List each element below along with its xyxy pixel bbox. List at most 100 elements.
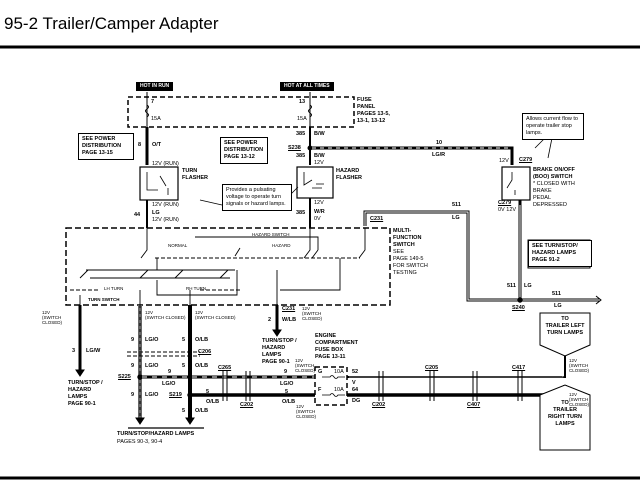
wire-5-number: 5 xyxy=(182,337,186,343)
engine-fuse-box xyxy=(314,366,348,406)
brake-switch-note: * CLOSED WITH BRAKE PEDAL DEPRESSED xyxy=(533,181,575,208)
fuse-7-rating: 15A xyxy=(151,116,161,122)
page-title: 95-2 Trailer/Camper Adapter xyxy=(4,14,219,33)
splice-s240-label: S240 xyxy=(512,305,525,311)
wire-8-number: 8 xyxy=(138,142,142,148)
turn-flasher-box xyxy=(139,166,179,201)
voltage-label: 12V (RUN) xyxy=(152,217,179,223)
hazard-switch-label: HAZARD SWITCH xyxy=(252,232,290,237)
lh-turn-label: LH TURN xyxy=(104,286,124,291)
wire-511-color: LG xyxy=(452,215,460,221)
normal-label: NORMAL xyxy=(168,243,188,248)
wire-9-number: 9 xyxy=(284,369,288,375)
brake-switch-box xyxy=(501,166,531,201)
wire-52 xyxy=(347,355,566,378)
connector-c202: C202 xyxy=(240,402,254,408)
wire-52-number: 52 xyxy=(352,369,359,375)
voltage-label: 12V (RUN) xyxy=(152,161,179,167)
see-turn-stop-hazard-91-2: SEE TURN/STOP/ HAZARD LAMPS PAGE 91-2 xyxy=(528,240,592,267)
wire-9-color: LG/O xyxy=(145,363,159,369)
turn-flasher-label: TURN FLASHER xyxy=(182,168,208,181)
wire-8-color: O/T xyxy=(152,142,162,148)
see-power-distribution-13-12: SEE POWER DISTRIBUTION PAGE 13-12 xyxy=(220,137,268,164)
wire-5-color: O/LB xyxy=(206,399,220,405)
connector-c407: C407 xyxy=(467,402,481,408)
connector-c231: C231 xyxy=(370,216,384,222)
wire-385-color: B/W xyxy=(314,153,325,159)
wire-9-color: LG/O xyxy=(162,381,176,387)
inline-connectors xyxy=(222,371,523,401)
wire-5-color: O/LB xyxy=(282,399,296,405)
connector-c417: C417 xyxy=(512,365,526,371)
wire-5-color: O/LB xyxy=(195,363,209,369)
voltage-label: 12V (SWITCH CLOSED) xyxy=(302,306,323,321)
hot-in-run-label: HOT IN RUN xyxy=(136,82,174,91)
connector-c205: C205 xyxy=(425,365,439,371)
wire-511-number: 511 xyxy=(552,291,561,297)
hazard-flasher-label: HAZARD FLASHER xyxy=(336,168,362,181)
wire-9-color: LG/O xyxy=(145,337,159,343)
wire-9-number: 9 xyxy=(168,369,172,375)
fuse-f: F xyxy=(318,387,322,393)
splice-s238-label: S238 xyxy=(288,145,301,151)
hazard-label: HAZARD xyxy=(272,243,291,248)
voltage-label: 12V xyxy=(499,158,509,164)
voltage-label: 12V (SWITCH CLOSED) xyxy=(295,358,316,373)
wire-511-number: 511 xyxy=(452,202,461,208)
multifunction-switch-box xyxy=(65,227,391,306)
lamps-pages-label: PAGES 90-3, 90-4 xyxy=(117,439,163,445)
splice-s225-label: S225 xyxy=(118,374,131,380)
turn-stop-hazard-lamps-90-1: TURN/STOP / HAZARD LAMPS PAGE 90-1 xyxy=(68,380,103,407)
wire-9-number: 9 xyxy=(131,363,135,369)
voltage-label: 12V xyxy=(314,200,324,206)
fuse-13-number: 13 xyxy=(299,99,306,105)
to-trailer-left-turn-lamps: TO TRAILER LEFT TURN LAMPS xyxy=(545,316,585,336)
wire-9-number: 9 xyxy=(131,337,135,343)
wire-5-color: O/LB xyxy=(195,408,209,414)
wire-385-number: 385 xyxy=(296,153,306,159)
wire-64-color: DG xyxy=(352,398,361,404)
wire-5-number: 5 xyxy=(182,408,186,414)
voltage-label: 12V (SWITCH CLOSED) xyxy=(42,310,63,325)
connector-c265: C265 xyxy=(218,365,232,371)
wire-385-number: 385 xyxy=(296,131,306,137)
splice-s238 xyxy=(307,145,313,151)
voltage-label: 0V xyxy=(314,216,321,222)
fuse-panel-box xyxy=(127,96,355,128)
wire-2-color: W/LB xyxy=(282,317,297,323)
fuse-13-rating: 15A xyxy=(297,116,307,122)
wire-5-number: 5 xyxy=(206,389,210,395)
wire-10 xyxy=(312,146,514,165)
pulse-callout: Provides a pulsating voltage to operate … xyxy=(222,184,292,211)
wire-10-number: 10 xyxy=(436,140,443,146)
connector-c279: C279 xyxy=(498,200,512,206)
wire-3-number: 3 xyxy=(72,348,76,354)
wire-5-number: 5 xyxy=(182,363,186,369)
rh-turn-label: RH TURN xyxy=(186,286,207,291)
trailer-right-box xyxy=(539,384,591,451)
wire-64-number: 64 xyxy=(352,387,359,393)
wire-3-color: LG/W xyxy=(86,348,101,354)
wire-10-color: LG/R xyxy=(432,152,446,158)
voltage-label: 0V 12V xyxy=(498,207,517,213)
wire-9-number: 9 xyxy=(131,392,135,398)
wire-385-color: W/R xyxy=(314,209,325,215)
fuse-f-rating: 10A xyxy=(334,387,344,393)
voltage-label: 12V (SWITCH CLOSED) xyxy=(569,392,590,407)
wire-385-number: 385 xyxy=(296,210,306,216)
brake-switch-label: BRAKE ON/OFF (BOO) SWITCH xyxy=(533,167,575,180)
multifunction-switch-label: MULTI- FUNCTION SWITCH xyxy=(393,228,422,248)
voltage-label: 12V (RUN) xyxy=(152,202,179,208)
connector-c279: C279 xyxy=(519,157,533,163)
voltage-label: 12V (SWITCH CLOSED) xyxy=(296,404,317,419)
wire-511-color: LG xyxy=(524,283,532,289)
to-trailer-right-turn-lamps: TO TRAILER RIGHT TURN LAMPS xyxy=(548,400,582,427)
connector-c202: C202 xyxy=(372,402,386,408)
brake-callout: Allows current flow to operate trailer s… xyxy=(522,113,584,140)
voltage-label: 12V (SWITCH CLOSED) xyxy=(145,310,186,320)
connector-c206-label: C206 xyxy=(198,349,212,355)
fuse-g-rating: 10A xyxy=(334,369,344,375)
fuse-panel-label: FUSE PANEL PAGES 13-5, 13-1, 13-12 xyxy=(357,97,390,124)
